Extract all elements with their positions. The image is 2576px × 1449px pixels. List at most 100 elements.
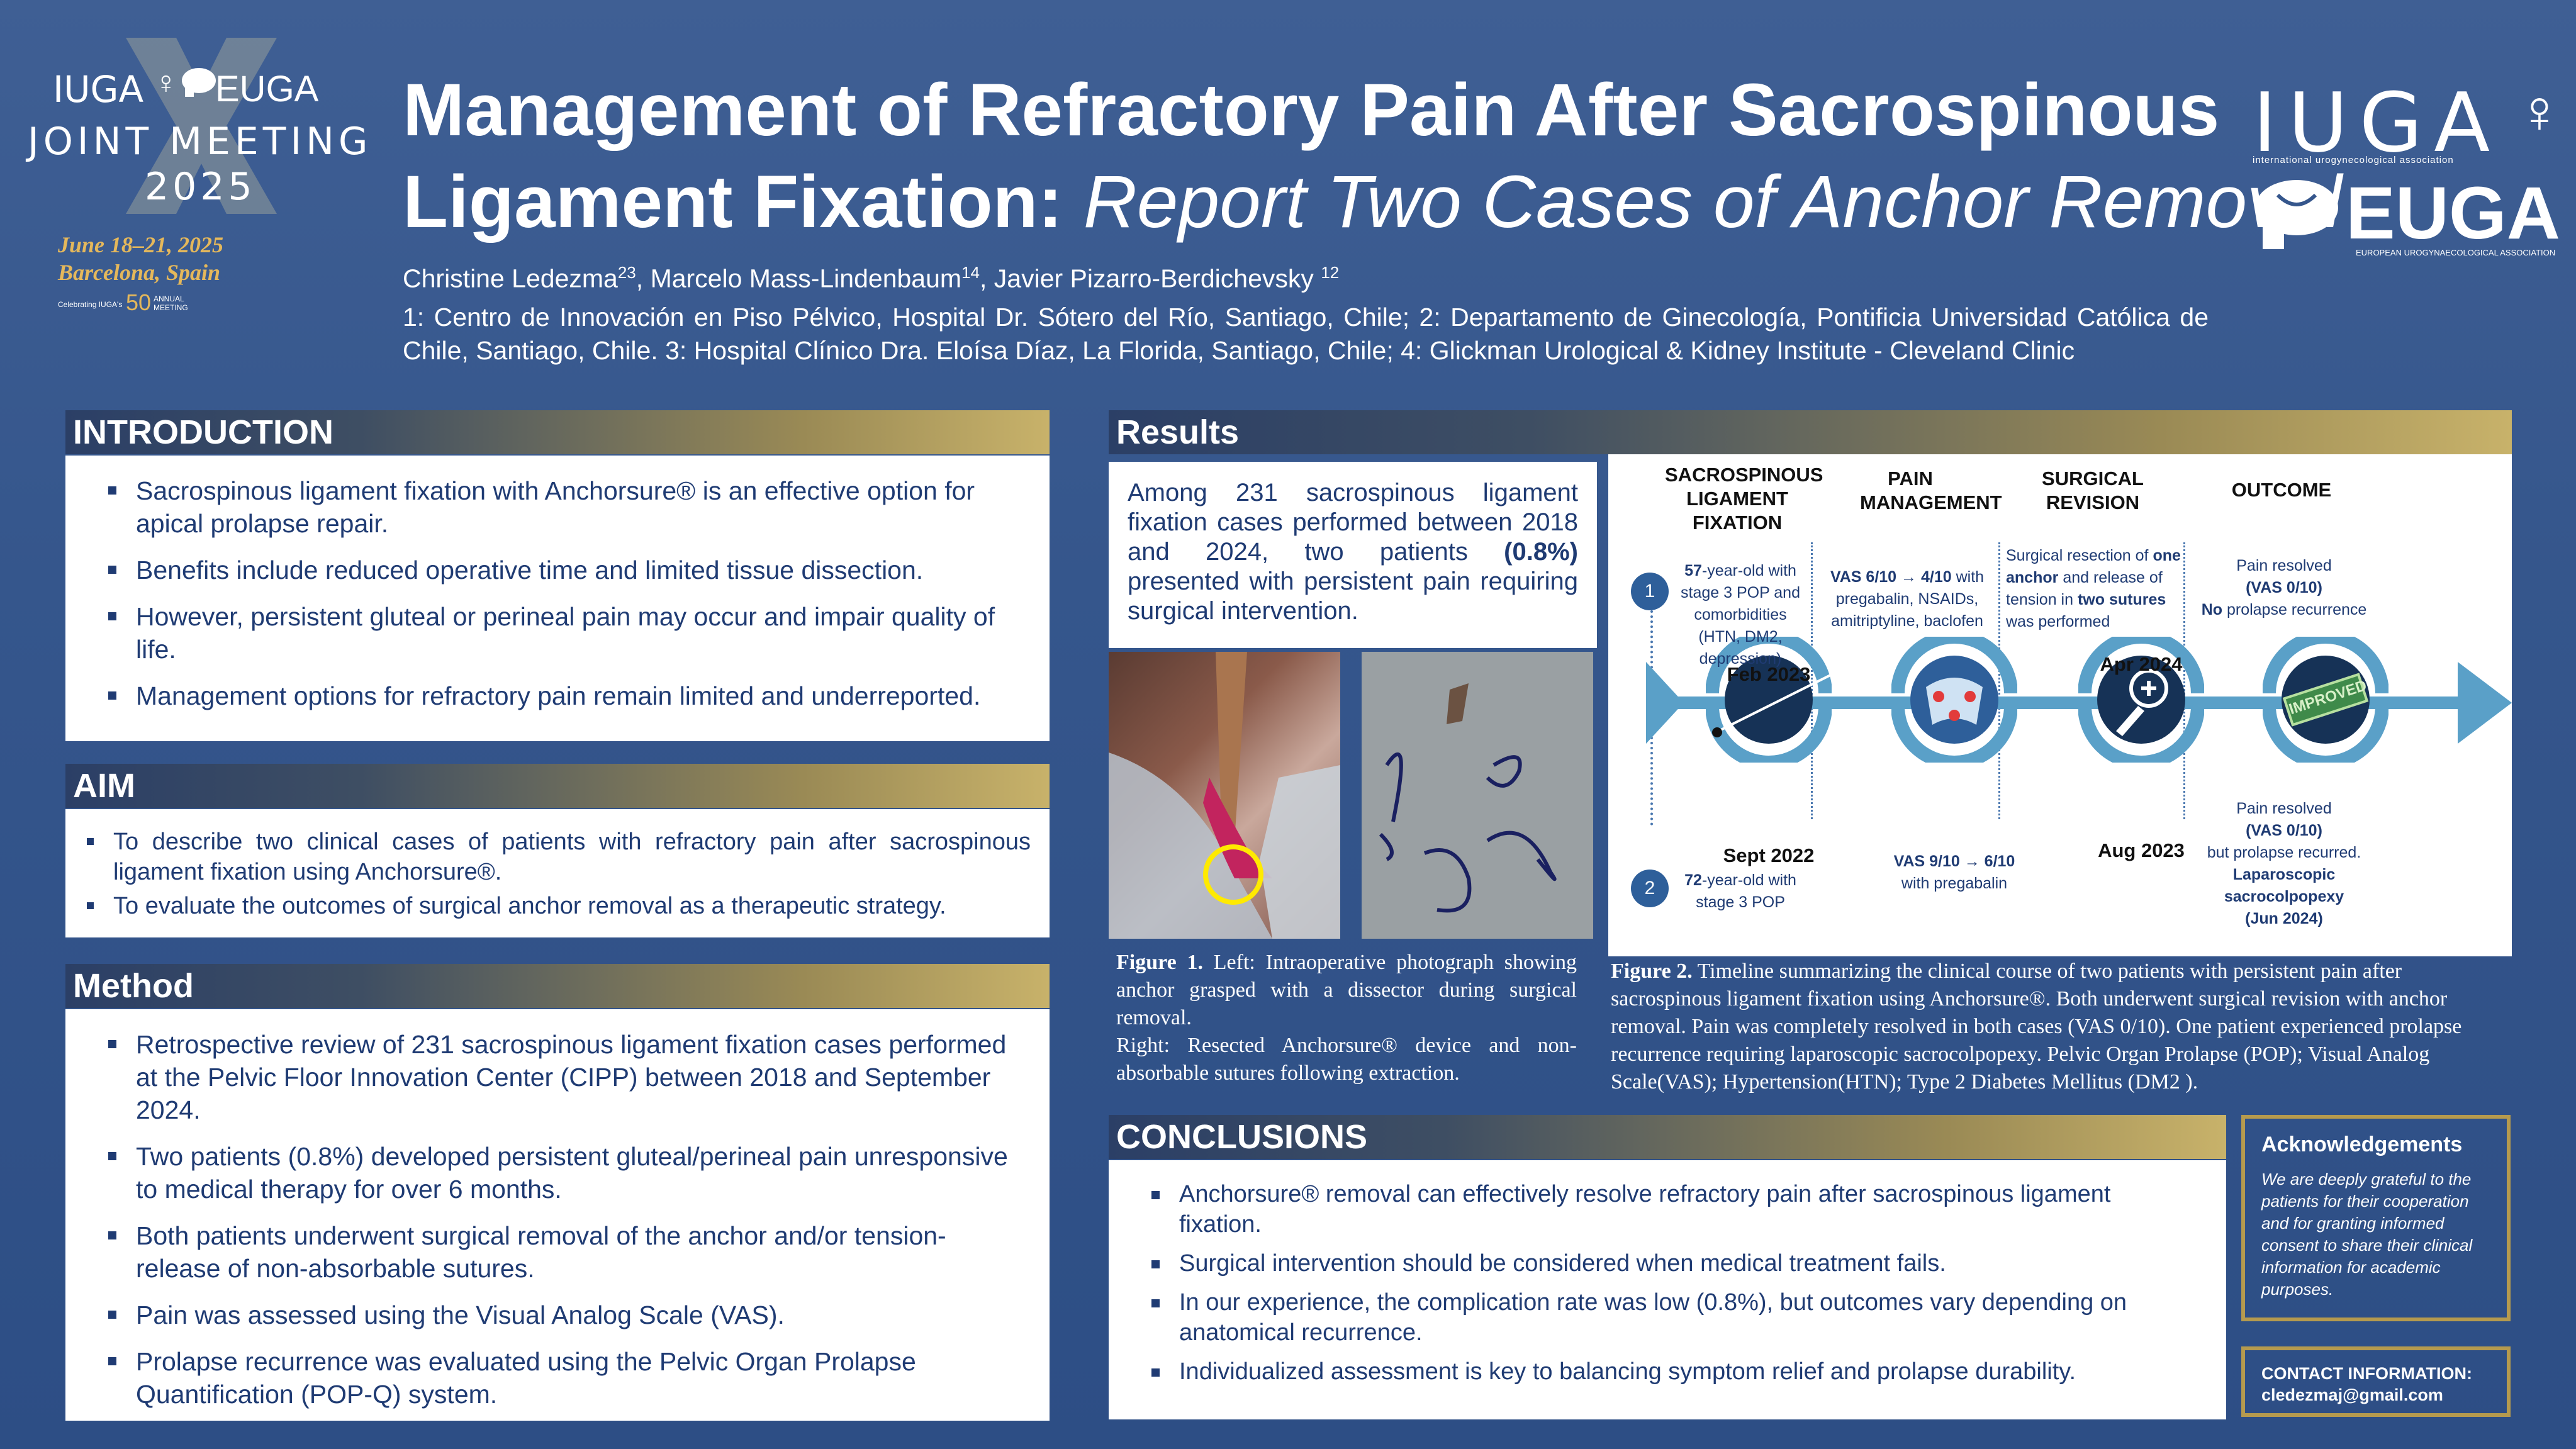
list-item: However, persistent gluteal or perineal …	[65, 600, 1031, 666]
aim-body: To describe two clinical cases of patien…	[65, 809, 1050, 937]
method-body: Retrospective review of 231 sacrospinous…	[65, 1009, 1050, 1421]
case2-outcome: Pain resolved (VAS 0/10) but prolapse re…	[2190, 798, 2378, 930]
case-number-badge: 2	[1631, 870, 1669, 907]
author-affil: 14	[961, 263, 980, 282]
resected-device-photo	[1362, 652, 1593, 939]
column-separator	[2183, 542, 2185, 819]
title-bold-part: Ligament Fixation:	[403, 160, 1063, 243]
list-item: To describe two clinical cases of patien…	[65, 827, 1050, 887]
euga-logo-text: EUGA	[2346, 172, 2560, 255]
fixation-circle	[1706, 637, 1832, 763]
logo-euga-text: EUGA	[215, 69, 319, 109]
timeline-header: PAIN MANAGEMENT	[1860, 467, 2002, 513]
iuga-subtitle: international urogynecological associati…	[2253, 155, 2454, 165]
pelvis-icon	[1891, 637, 2017, 763]
badge-prefix: Celebrating IUGA's	[58, 300, 123, 309]
list-item: Prolapse recurrence was evaluated using …	[65, 1345, 1024, 1411]
surgery-text: Surgical resection of	[2006, 547, 2149, 564]
scalpel-icon	[2078, 637, 2204, 763]
euga-subtitle: EUROPEAN UROGYNAECOLOGICAL ASSOCIATION	[2356, 248, 2556, 257]
list-item: Retrospective review of 231 sacrospinous…	[65, 1028, 1024, 1126]
brain-icon	[181, 67, 216, 98]
case1-fixation-date: Feb 2023	[1706, 663, 1832, 686]
brain-icon	[2253, 176, 2341, 252]
results-percent: (0.8%)	[1504, 538, 1578, 566]
conclusions-body: Anchorsure® removal can effectively reso…	[1109, 1160, 2226, 1419]
figure1-left-text: Left: Intraoperative photograph showing …	[1116, 951, 1577, 1029]
timeline-header: SURGICAL REVISION	[2042, 467, 2144, 513]
patient-age: 57	[1684, 562, 1702, 579]
patient-age: 72	[1684, 871, 1702, 889]
badge-number: 50	[126, 289, 152, 315]
case1-fixation-desc: 57-year-old with stage 3 POP and comorbi…	[1674, 560, 1806, 670]
header-label: SACROSPINOUS LIGAMENT FIXATION	[1665, 464, 1823, 534]
list-item: To evaluate the outcomes of surgical anc…	[65, 891, 1050, 921]
outcome-line: Pain resolved	[2236, 557, 2332, 574]
case1-surgery-date: Apr 2024	[2100, 653, 2183, 675]
aim-heading: AIM	[65, 764, 1050, 808]
author-affil: 23	[617, 263, 636, 282]
surgery-bold: one anchor	[2006, 547, 2181, 586]
outcome-line: Pain resolved	[2236, 800, 2332, 817]
column-separator	[1811, 542, 1813, 819]
case2-fixation-desc: 72-year-old with stage 3 POP	[1674, 870, 1806, 914]
introduction-heading: INTRODUCTION	[65, 410, 1050, 454]
contact-email[interactable]: cledezmaj@gmail.com	[2261, 1385, 2443, 1404]
results-text-pre: Among 231 sacrospinous ligament fixation…	[1128, 479, 1578, 566]
figure2-caption: Figure 2. Timeline summarizing the clini…	[1611, 958, 2512, 1096]
case2-fixation-date: Sept 2022	[1723, 844, 1815, 866]
case-number-badge: 1	[1631, 573, 1669, 610]
list-item: In our experience, the complication rate…	[1109, 1287, 2188, 1348]
affiliations: 1: Centro de Innovación en Piso Pélvico,…	[403, 303, 2209, 365]
author-affil: 12	[1321, 263, 1340, 282]
case2-pain-desc: VAS 9/10 → 6/10 with pregabalin	[1879, 851, 2030, 895]
joint-meeting-text: JOINT MEETING	[28, 120, 372, 164]
outcome-rest: prolapse recurrence	[2222, 601, 2367, 618]
case1-outcome: Pain resolved (VAS 0/10) No prolapse rec…	[2190, 555, 2378, 621]
column-separator	[1998, 542, 2000, 819]
list-item: Pain was assessed using the Visual Analo…	[65, 1299, 1024, 1331]
figure1-right-text: Right: Resected Anchorsure® device and n…	[1116, 1034, 1577, 1085]
figure1-caption: Figure 1. Left: Intraoperative photograp…	[1116, 949, 1577, 1087]
female-symbol-icon: ♀	[2517, 78, 2562, 145]
list-item: Individualized assessment is key to bala…	[1109, 1357, 2188, 1387]
poster-title-line1: Management of Refractory Pain After Sacr…	[403, 69, 2220, 152]
list-item: Surgical intervention should be consider…	[1109, 1248, 2188, 1278]
meeting-location: Barcelona, Spain	[58, 260, 221, 285]
meeting-dates: June 18–21, 2025	[58, 232, 224, 257]
vas-change: VAS 6/10 → 4/10	[1830, 568, 1952, 586]
list-item: Anchorsure® removal can effectively reso…	[1109, 1179, 2188, 1239]
results-heading: Results	[1109, 410, 2512, 454]
surgery-text: was performed	[2006, 613, 2110, 630]
pain-treatment: with pregabalin, NSAIDs, amitriptyline, …	[1831, 568, 1985, 630]
contact-label: CONTACT INFORMATION:	[2261, 1364, 2472, 1383]
vas-change: VAS 9/10 → 6/10	[1893, 853, 2015, 870]
title-italic-part: Report Two Cases of Anchor Removal	[1083, 160, 2342, 243]
female-symbol-icon: ♀	[154, 65, 178, 100]
outcome-line: (VAS 0/10)	[2246, 822, 2322, 839]
x-mark-icon	[126, 38, 277, 214]
author-name: Marcelo Mass-Lindenbaum	[650, 264, 962, 293]
logo-iuga-text: IUGA	[53, 68, 144, 111]
society-logos: IUGA ♀ international urogynecological as…	[2253, 75, 2562, 271]
improved-stamp-icon	[2263, 637, 2388, 763]
list-item: Both patients underwent surgical removal…	[65, 1219, 1024, 1285]
list-item: Two patients (0.8%) developed persistent…	[65, 1140, 1024, 1206]
results-text-post: presented with persistent pain requiring…	[1128, 568, 1578, 625]
case1-surgery-desc: Surgical resection of one anchor and rel…	[2006, 545, 2185, 633]
outcome-line: Laparoscopic sacrocolpopexy	[2224, 866, 2344, 905]
contact-box: CONTACT INFORMATION: cledezmaj@gmail.com	[2241, 1346, 2511, 1417]
list-item: Benefits include reduced operative time …	[65, 554, 1031, 586]
surgery-text: and release of tension in	[2006, 569, 2163, 608]
method-heading: Method	[65, 964, 1050, 1008]
poster-title-line2: Ligament Fixation: Report Two Cases of A…	[403, 165, 2342, 239]
acknowledgements-box: Acknowledgements We are deeply grateful …	[2241, 1115, 2511, 1321]
badge-suffix: ANNUAL MEETING	[154, 294, 188, 312]
figure2-text: Timeline summarizing the clinical course…	[1611, 959, 2462, 1094]
meeting-logo: IUGA ♀ EUGA JOINT MEETING 2025 June 18–2…	[25, 25, 378, 327]
iuga-logo-text: IUGA	[2253, 75, 2502, 171]
acknowledgements-heading: Acknowledgements	[2261, 1133, 2463, 1156]
outcome-line: (Jun 2024)	[2245, 910, 2323, 927]
surgery-bold: two sutures	[2077, 591, 2166, 608]
acknowledgements-text: We are deeply grateful to the patients f…	[2261, 1170, 2473, 1299]
